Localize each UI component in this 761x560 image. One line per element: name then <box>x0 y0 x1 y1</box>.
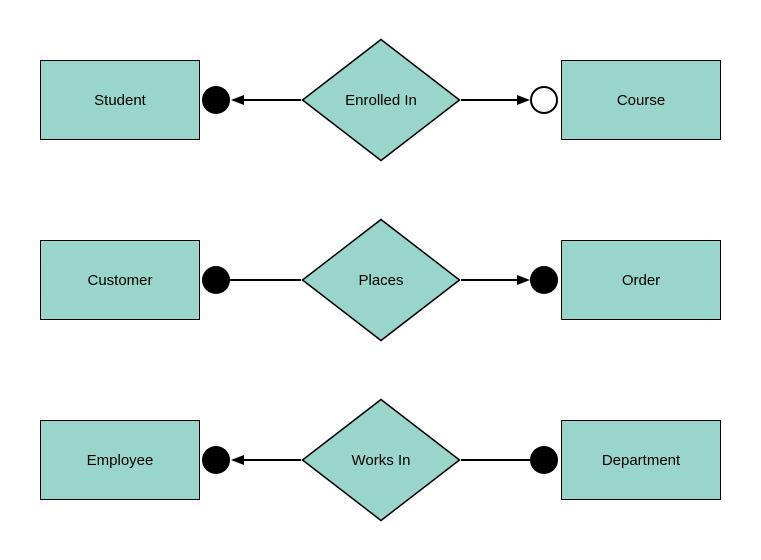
connector-line[interactable] <box>243 99 301 101</box>
filled-circle-terminator[interactable] <box>202 86 230 114</box>
entity-label: Student <box>94 91 146 109</box>
entity-employee[interactable]: Employee <box>40 420 200 500</box>
connector-line[interactable] <box>461 459 531 461</box>
diamond-shape <box>301 38 461 162</box>
entity-order[interactable]: Order <box>561 240 721 320</box>
entity-department[interactable]: Department <box>561 420 721 500</box>
entity-student[interactable]: Student <box>40 60 200 140</box>
diamond-shape <box>301 218 461 342</box>
filled-circle-terminator[interactable] <box>530 446 558 474</box>
filled-circle-terminator[interactable] <box>202 266 230 294</box>
entity-course[interactable]: Course <box>561 60 721 140</box>
arrowhead-right-icon <box>517 274 530 285</box>
arrowhead-right-icon <box>517 94 530 105</box>
relationship-enrolled-in[interactable]: Enrolled In <box>301 38 461 162</box>
connector-line[interactable] <box>461 279 518 281</box>
diamond-shape <box>301 398 461 522</box>
connector-line[interactable] <box>229 279 301 281</box>
relationship-places[interactable]: Places <box>301 218 461 342</box>
arrowhead-left-icon <box>231 94 244 105</box>
entity-label: Order <box>621 271 661 289</box>
filled-circle-terminator[interactable] <box>202 446 230 474</box>
connector-line[interactable] <box>461 99 518 101</box>
entity-label: Employee <box>86 451 154 469</box>
filled-circle-terminator[interactable] <box>530 266 558 294</box>
entity-customer[interactable]: Customer <box>40 240 200 320</box>
connector-line[interactable] <box>243 459 301 461</box>
entity-label: Course <box>616 91 666 109</box>
open-circle-terminator[interactable] <box>530 86 558 114</box>
entity-label: Department <box>601 451 681 469</box>
relationship-works-in[interactable]: Works In <box>301 398 461 522</box>
arrowhead-left-icon <box>231 454 244 465</box>
entity-label: Customer <box>87 271 153 289</box>
